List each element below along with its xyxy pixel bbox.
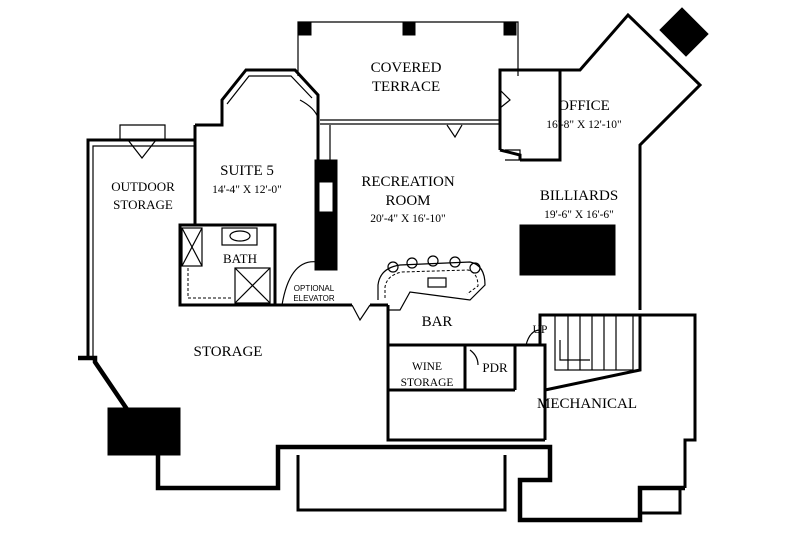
- storage-label: STORAGE: [194, 344, 263, 360]
- stairs: [554, 314, 634, 371]
- fireplace: [314, 125, 338, 271]
- bar-label: BAR: [422, 314, 453, 330]
- office-walls: [498, 7, 709, 310]
- covered-terrace-label: COVERED: [371, 60, 442, 76]
- recreation-room-label-2: ROOM: [385, 193, 430, 209]
- doors: [281, 89, 541, 366]
- storage-outer-walls: [78, 313, 697, 523]
- recreation-room-size: 20'-4" X 16'-10": [370, 213, 446, 225]
- elevator-label: OPTIONAL: [294, 284, 335, 293]
- office-size: 16'-8" X 12'-10": [546, 119, 622, 131]
- billiards-table: [519, 224, 616, 276]
- interior-walls: [270, 303, 642, 442]
- recreation-room-label: RECREATION: [361, 174, 455, 190]
- bath-fixtures: [178, 223, 277, 307]
- bath-label: BATH: [223, 251, 257, 266]
- office-label: OFFICE: [558, 98, 610, 114]
- covered-terrace-label-2: TERRACE: [372, 79, 440, 95]
- wine-storage-label: WINE: [412, 361, 442, 373]
- stairs-up-label: UP: [533, 324, 548, 336]
- mechanical-label: MECHANICAL: [537, 396, 637, 412]
- suite-5-label: SUITE 5: [220, 163, 274, 179]
- elevator-label-2: ELEVATOR: [293, 294, 335, 303]
- pdr-label: PDR: [482, 360, 508, 375]
- billiards-label: BILLIARDS: [540, 188, 618, 204]
- billiards-size: 19'-6" X 16'-6": [544, 209, 614, 221]
- wine-storage-label-2: STORAGE: [401, 377, 454, 389]
- outdoor-storage-label: OUTDOOR: [111, 179, 175, 194]
- covered-terrace-structure: [297, 21, 519, 125]
- outdoor-storage-walls: [86, 124, 195, 360]
- column-block: [107, 407, 181, 456]
- room-labels: COVERED TERRACE OFFICE 16'-8" X 12'-10" …: [111, 60, 637, 412]
- outdoor-storage-label-2: STORAGE: [113, 197, 173, 212]
- suite-5-size: 14'-4" X 12'-0": [212, 184, 282, 196]
- chimney: [659, 7, 709, 57]
- suite-5-walls: [193, 68, 320, 270]
- bar-counter: [377, 255, 486, 311]
